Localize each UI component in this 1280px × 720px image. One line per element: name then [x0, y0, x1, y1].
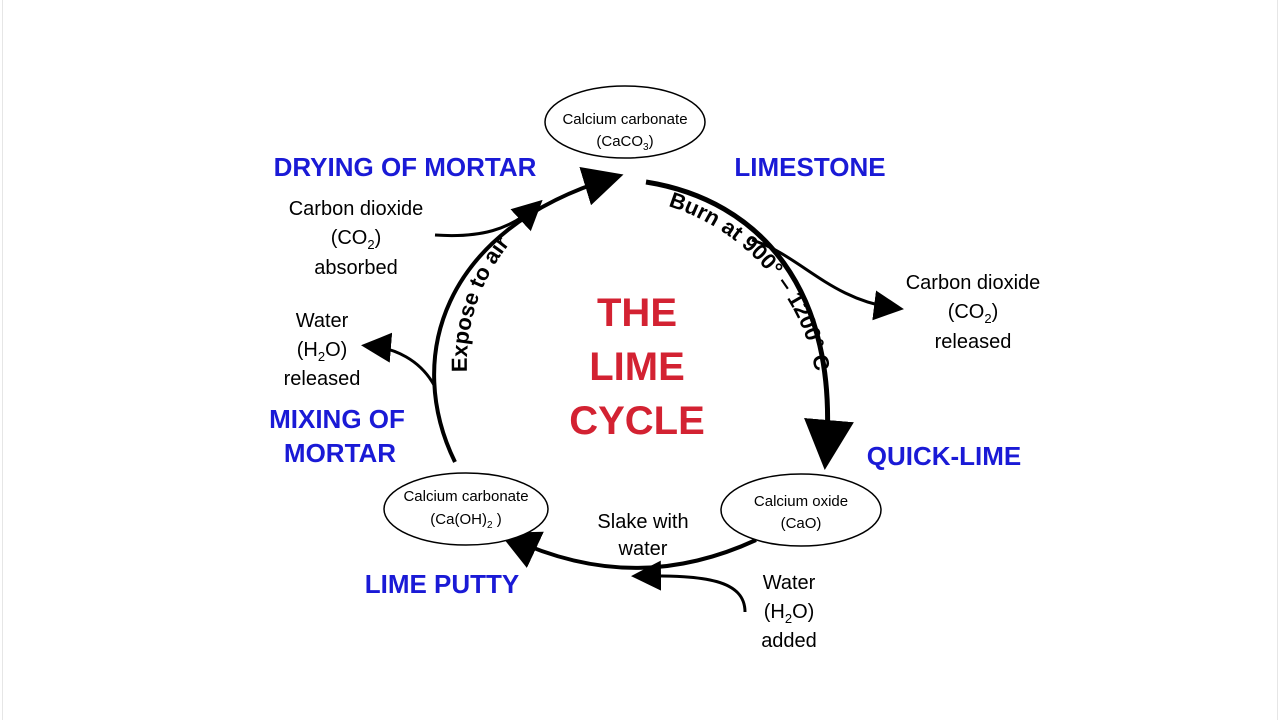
node-top-formula: (CaCO3)	[596, 133, 653, 153]
svg-text:Water: Water	[763, 572, 816, 594]
svg-text:Water: Water	[296, 310, 349, 332]
expose-label: Expose to air	[447, 231, 514, 372]
right-edge-line	[1277, 0, 1278, 720]
svg-text:absorbed: absorbed	[314, 257, 397, 279]
title-line3: CYCLE	[569, 399, 705, 443]
stage-quick-lime: QUICK-LIME	[867, 441, 1022, 471]
node-top-name: Calcium carbonate	[562, 111, 687, 128]
node-calcium-carbonate-top: Calcium carbonate (CaCO3)	[544, 85, 706, 159]
stage-drying-of-mortar: DRYING OF MORTAR	[274, 152, 537, 182]
stage-lime-putty: LIME PUTTY	[365, 569, 520, 599]
arrow-co2-released	[751, 238, 904, 321]
svg-text:(CO2): (CO2)	[331, 227, 382, 252]
svg-text:(H2O): (H2O)	[297, 339, 348, 364]
slake-label-line2: water	[618, 538, 668, 560]
svg-text:added: added	[761, 630, 817, 652]
note-water-released: Water (H2O) released	[284, 310, 361, 390]
arc-mixing-to-drying	[432, 166, 624, 463]
title-line2: LIME	[589, 345, 685, 389]
stage-mixing-line2: MORTAR	[284, 438, 396, 468]
left-edge-line	[2, 0, 3, 720]
svg-text:Carbon dioxide: Carbon dioxide	[906, 272, 1041, 294]
diagram-title: THE LIME CYCLE	[569, 291, 705, 443]
node-right-name: Calcium oxide	[754, 493, 848, 510]
node-calcium-carbonate-left: Calcium carbonate (Ca(OH)2 )	[383, 472, 549, 546]
stage-mixing-line1: MIXING OF	[269, 404, 405, 434]
note-water-added: Water (H2O) added	[761, 572, 817, 652]
arrow-water-released	[361, 332, 436, 386]
stage-limestone: LIMESTONE	[734, 152, 885, 182]
svg-text:Carbon dioxide: Carbon dioxide	[289, 198, 424, 220]
node-right-formula: (CaO)	[781, 515, 822, 532]
slake-label-line1: Slake with	[597, 511, 688, 533]
svg-text:(H2O): (H2O)	[764, 601, 815, 626]
svg-text:(CO2): (CO2)	[948, 301, 999, 326]
title-line1: THE	[597, 291, 677, 335]
note-co2-absorbed: Carbon dioxide (CO2) absorbed	[289, 198, 424, 279]
arc-limestone-to-quicklime	[645, 179, 854, 470]
arrow-water-added	[631, 560, 747, 613]
note-co2-released: Carbon dioxide (CO2) released	[906, 272, 1041, 353]
svg-text:released: released	[935, 331, 1012, 353]
node-left-name: Calcium carbonate	[403, 488, 528, 505]
node-calcium-oxide: Calcium oxide (CaO)	[720, 473, 882, 547]
node-left-formula: (Ca(OH)2 )	[430, 511, 501, 531]
burn-label: Burn at 900° – 1200° C	[666, 187, 835, 373]
arrow-co2-absorbed	[434, 199, 543, 238]
svg-text:released: released	[284, 368, 361, 390]
